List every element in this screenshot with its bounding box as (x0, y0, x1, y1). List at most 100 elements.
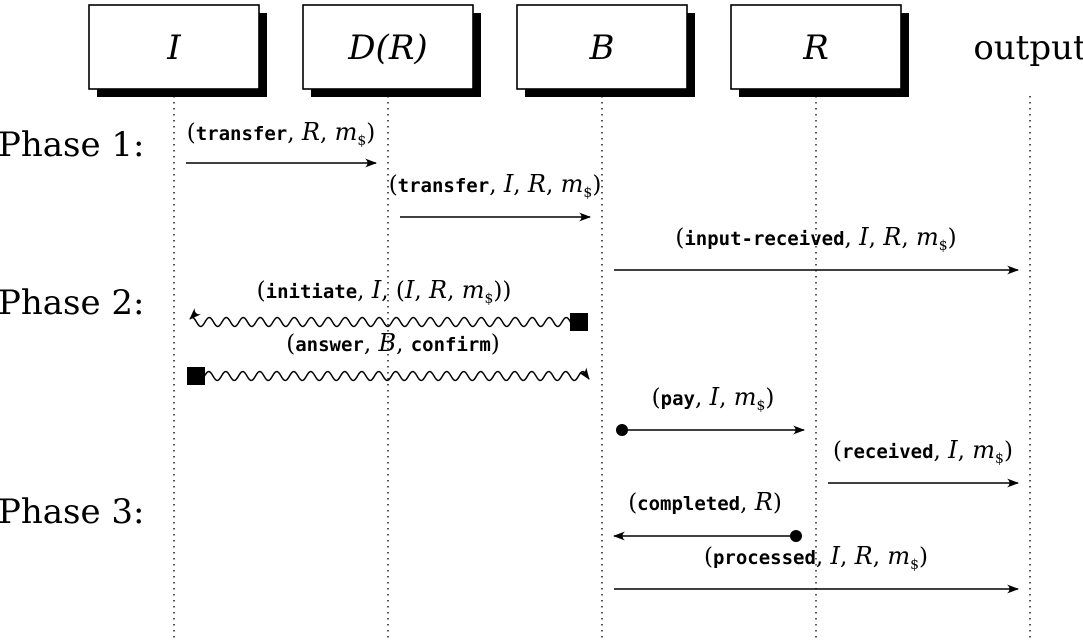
message-m7: (received, I, m$) (828, 436, 1019, 488)
participant-label: R (802, 28, 829, 68)
message-variable: R (854, 542, 873, 570)
participant-i: I (88, 4, 267, 97)
message-variable: I (404, 276, 415, 304)
message-m6: (pay, I, m$) (616, 383, 805, 436)
message-variable: m (462, 276, 485, 304)
message-m2: (transfer, I, R, m$) (389, 170, 601, 222)
message-punctuation: ( (389, 172, 398, 198)
message-label: (initiate, I, (I, R, m$)) (257, 276, 512, 307)
participant-out: output (973, 28, 1083, 68)
square-start-marker (187, 367, 205, 385)
message-punctuation: , (396, 331, 411, 357)
message-m1: (transfer, R, m$) (186, 118, 377, 168)
message-punctuation: ( (187, 120, 196, 146)
lifelines (173, 96, 1031, 640)
message-subscript: $ (910, 557, 919, 573)
participant-r: R (730, 4, 909, 97)
message-variable: I (503, 170, 514, 198)
message-variable: m (335, 118, 358, 146)
message-punctuation: )) (493, 278, 511, 304)
message-subscript: $ (484, 291, 493, 307)
message-punctuation: , (546, 172, 561, 198)
message-punctuation: , (414, 278, 429, 304)
message-variable: m (561, 170, 584, 198)
message-variable: R (882, 223, 901, 251)
phase-labels: Phase 1: Phase 2: Phase 3: (0, 125, 145, 532)
phase-label-p3: Phase 3: (0, 492, 145, 532)
message-variable: m (972, 436, 995, 464)
message-punctuation: , (364, 331, 379, 357)
message-punctuation: ) (366, 120, 375, 146)
participant-box (302, 4, 474, 90)
message-m9: (processed, I, R, m$) (614, 542, 1019, 594)
message-punctuation: , (869, 225, 884, 251)
message-punctuation: , (320, 120, 335, 146)
message-punctuation: ( (675, 225, 684, 251)
message-variable: m (734, 383, 757, 411)
message-subscript: $ (995, 451, 1004, 467)
message-variable: R (754, 488, 773, 516)
message-keyword: completed (637, 493, 740, 515)
message-punctuation: ) (773, 490, 782, 516)
message-keyword: transfer (398, 175, 490, 197)
message-subscript: $ (583, 185, 592, 201)
message-punctuation: , (845, 225, 860, 251)
message-variable: I (709, 383, 720, 411)
phase-label-p1: Phase 1: (0, 125, 145, 165)
message-punctuation: ( (628, 490, 637, 516)
message-label: (pay, I, m$) (652, 383, 775, 414)
message-m3: (input-received, I, R, m$) (614, 223, 1019, 275)
message-keyword: confirm (411, 334, 491, 356)
phase-label-p2: Phase 2: (0, 283, 145, 323)
message-subscript: $ (939, 238, 948, 254)
message-variable: I (830, 542, 841, 570)
message-punctuation: , (840, 544, 855, 570)
message-punctuation: , (873, 544, 888, 570)
dot-start-marker (616, 424, 628, 436)
participant-b: B (516, 4, 695, 97)
message-variable: I (858, 223, 869, 251)
message-m8: (completed, R) (613, 488, 802, 542)
message-label: (transfer, R, m$) (187, 118, 376, 149)
wavy-arrow (189, 308, 580, 328)
message-punctuation: ( (286, 331, 295, 357)
message-punctuation: ) (948, 225, 957, 251)
participant-label: I (166, 28, 181, 68)
message-punctuation: , (901, 225, 916, 251)
message-punctuation: , ( (381, 278, 405, 304)
message-punctuation: ( (833, 438, 842, 464)
message-label: (input-received, I, R, m$) (675, 223, 956, 254)
message-punctuation: , (447, 278, 462, 304)
wavy-arrow (195, 367, 590, 382)
square-start-marker (570, 313, 588, 331)
message-punctuation: ) (765, 385, 774, 411)
message-punctuation: ( (257, 278, 266, 304)
message-keyword: received (842, 441, 934, 463)
message-keyword: pay (661, 388, 695, 410)
message-label: (processed, I, R, m$) (704, 542, 928, 573)
message-variable: R (527, 170, 546, 198)
message-variable: m (887, 542, 910, 570)
message-punctuation: ( (704, 544, 713, 570)
message-keyword: answer (295, 334, 364, 356)
message-punctuation: ) (491, 331, 500, 357)
participant-label: B (589, 28, 615, 68)
message-label: (answer, B, confirm) (286, 329, 500, 357)
message-subscript: $ (357, 133, 366, 149)
message-variable: I (371, 276, 382, 304)
message-punctuation: ) (1004, 438, 1013, 464)
message-variable: R (428, 276, 447, 304)
message-punctuation: , (695, 385, 710, 411)
message-m4: (initiate, I, (I, R, m$)) (189, 276, 588, 331)
message-keyword: initiate (266, 281, 358, 303)
participant-box (88, 4, 260, 90)
message-punctuation: , (740, 490, 755, 516)
message-punctuation: , (357, 278, 372, 304)
message-punctuation: ) (919, 544, 928, 570)
message-punctuation: , (816, 544, 831, 570)
messages: (transfer, R, m$)(transfer, I, R, m$)(in… (186, 118, 1019, 594)
message-variable: m (916, 223, 939, 251)
message-subscript: $ (756, 398, 765, 414)
